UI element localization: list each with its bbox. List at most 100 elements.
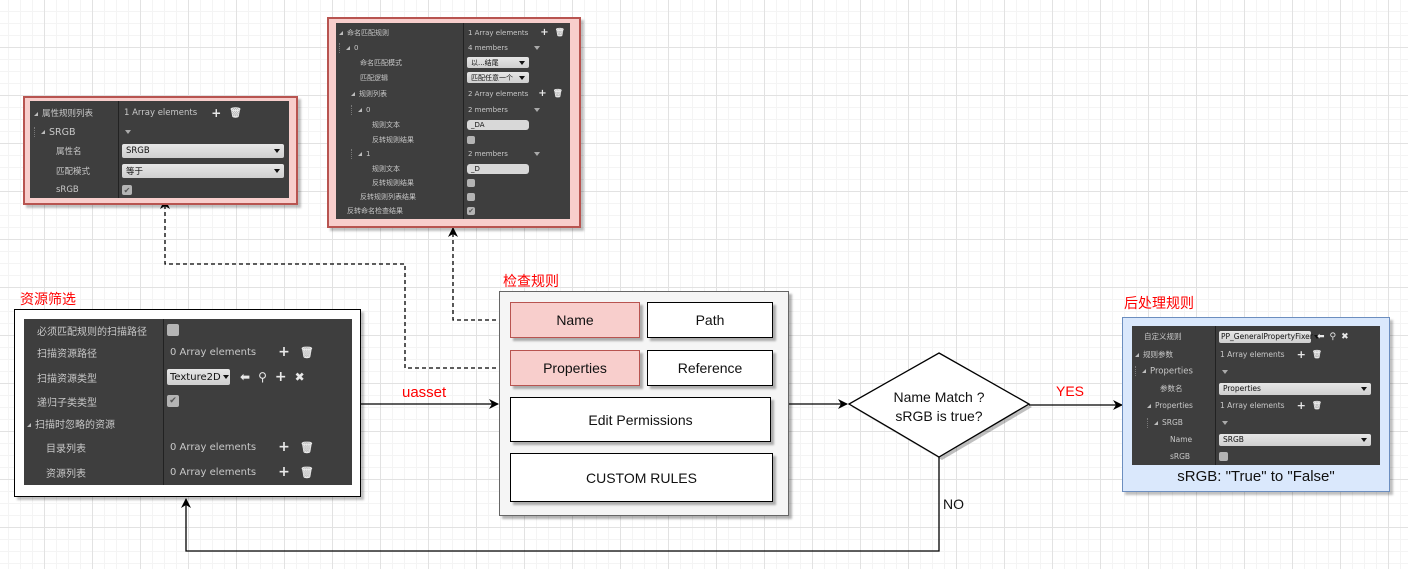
row-srgb: sRGB (1132, 449, 1380, 464)
asset-type-select[interactable]: Texture2D (167, 369, 230, 385)
property-rules-panel: 属性规则列表 1 Array elements + 🗑 SRGB 属性名 SRG… (30, 101, 289, 198)
invert-rule-checkbox[interactable] (467, 178, 475, 187)
add-icon[interactable]: + (274, 369, 287, 385)
row-must-match-path: 必须匹配规则的扫描路径 (24, 321, 352, 339)
row-scan-paths: 扫描资源路径 0 Array elements + 🗑 (37, 344, 314, 360)
search-icon[interactable]: ⚲ (258, 370, 267, 384)
match-logic-select[interactable]: 匹配任意一个 (467, 72, 529, 83)
trash-icon[interactable]: 🗑 (229, 107, 242, 119)
chevron-down-icon[interactable] (533, 151, 540, 156)
chevron-down-icon[interactable] (1222, 420, 1228, 425)
chevron-down-icon[interactable] (1222, 369, 1228, 374)
expand-icon[interactable] (27, 422, 31, 427)
recursive-checkbox[interactable]: ✔ (167, 395, 179, 407)
edge-label-yes: YES (1056, 383, 1085, 399)
name-rules-panel: 命名匹配规则 1 Array elements + 🗑 0 4 members … (336, 23, 570, 219)
add-icon[interactable]: + (211, 106, 222, 120)
row-custom-rule: 自定义规则 PP_GeneralPropertyFixer ⬅ ⚲ ✖ (1144, 330, 1349, 343)
naming-mode-select[interactable]: 以...结尾 (467, 57, 529, 68)
decision-line-1: Name Match ? (893, 389, 985, 405)
invert-rule-list-checkbox[interactable] (467, 192, 475, 201)
trash-icon[interactable]: 🗑 (299, 440, 314, 454)
row-srgb-element: SRGB (1132, 415, 1380, 430)
row-directory-list: 目录列表 0 Array elements + 🗑 (46, 439, 314, 455)
name-select[interactable]: SRGB (1219, 433, 1371, 446)
row-param-name: 参数名 Properties (1132, 381, 1380, 396)
row-invert-rule-1: 反转规则结果 (336, 176, 570, 189)
rule-edit-permissions-box[interactable]: Edit Permissions (510, 397, 771, 442)
edge-label-no: NO (943, 496, 964, 512)
row-rule-text-1: 规则文本 _D (336, 162, 570, 175)
drag-handle[interactable] (1135, 366, 1138, 377)
add-icon[interactable]: + (278, 464, 290, 480)
expand-icon[interactable] (339, 30, 343, 35)
row-rule-0: 0 2 members (336, 103, 570, 116)
add-icon[interactable]: + (278, 344, 290, 360)
add-icon[interactable]: + (278, 439, 290, 455)
param-name-select[interactable]: Properties (1219, 382, 1371, 395)
post-process-caption: sRGB: "True" to "False" (1177, 468, 1335, 485)
row-recursive-subclasses: 递归子类类型 ✔ (24, 392, 352, 410)
search-icon[interactable]: ⚲ (1329, 331, 1337, 342)
trash-icon[interactable]: 🗑 (1311, 350, 1322, 359)
match-mode-select[interactable]: 等于 (122, 164, 284, 178)
rule-reference-box[interactable]: Reference (647, 350, 773, 386)
rule-properties-box[interactable]: Properties (510, 350, 640, 386)
arrow-left-icon[interactable]: ⬅ (1317, 331, 1325, 342)
decision-text: Name Match ? sRGB is true? (855, 388, 1023, 426)
row-match-logic: 匹配逻辑 匹配任意一个 (336, 71, 570, 84)
row-properties-element: Properties (1132, 364, 1380, 379)
row-rule-1: 1 2 members (336, 147, 570, 160)
add-icon[interactable]: + (540, 27, 549, 38)
rule-custom-rules-box[interactable]: CUSTOM RULES (510, 453, 773, 502)
row-invert-naming-check: 反转命名检查结果 ✔ (347, 206, 475, 215)
post-process-title: 后处理规则 (1124, 296, 1194, 312)
row-element-0: 0 4 members (336, 41, 570, 54)
trash-icon[interactable]: 🗑 (1311, 401, 1322, 410)
invert-naming-checkbox[interactable]: ✔ (467, 206, 475, 215)
invert-rule-checkbox[interactable] (467, 135, 475, 144)
asset-filter-title: 资源筛选 (20, 292, 76, 308)
row-invert-rule-list: 反转规则列表结果 (336, 190, 570, 203)
close-icon[interactable]: ✖ (1341, 331, 1349, 342)
must-match-checkbox[interactable] (167, 324, 179, 336)
row-asset-list: 资源列表 0 Array elements + 🗑 (46, 464, 314, 480)
trash-icon[interactable]: 🗑 (299, 465, 314, 479)
arrow-left-icon[interactable]: ⬅ (240, 370, 251, 384)
add-icon[interactable]: + (538, 88, 547, 99)
rule-name-box[interactable]: Name (510, 302, 640, 338)
expand-icon[interactable] (1135, 353, 1139, 357)
row-name: Name SRGB (1132, 432, 1380, 447)
close-icon[interactable]: ✖ (294, 370, 305, 384)
srgb-checkbox[interactable] (1219, 452, 1228, 461)
post-process-panel: 自定义规则 PP_GeneralPropertyFixer ⬅ ⚲ ✖ 规则参数… (1132, 326, 1380, 465)
row-rule-list: 规则列表 2 Array elements + 🗑 (336, 87, 570, 100)
add-icon[interactable]: + (1296, 348, 1306, 361)
rule-text-input[interactable]: _D (467, 163, 529, 174)
asset-filter-panel: 必须匹配规则的扫描路径 扫描资源路径 0 Array elements + 🗑 … (24, 319, 352, 485)
rule-text-input[interactable]: _DA (467, 119, 529, 130)
decision-line-2: sRGB is true? (895, 408, 983, 424)
row-srgb: sRGB ✔ (56, 185, 132, 195)
trash-icon[interactable]: 🗑 (554, 28, 565, 37)
row-invert-rule-0: 反转规则结果 (336, 133, 570, 146)
add-icon[interactable]: + (1296, 399, 1306, 412)
chevron-down-icon[interactable] (125, 130, 131, 134)
rule-path-box[interactable]: Path (647, 302, 773, 338)
property-name-select[interactable]: SRGB (122, 144, 284, 158)
custom-rule-select[interactable]: PP_GeneralPropertyFixer (1219, 330, 1320, 343)
expand-icon[interactable] (34, 111, 38, 116)
chevron-down-icon[interactable] (533, 107, 540, 112)
row-srgb-element: SRGB (30, 124, 289, 140)
drag-handle[interactable] (339, 42, 342, 53)
row-properties-array: Properties 1 Array elements + 🗑 (1132, 398, 1380, 413)
srgb-checkbox[interactable]: ✔ (122, 185, 132, 195)
trash-icon[interactable]: 🗑 (299, 345, 314, 359)
row-naming-rules: 命名匹配规则 1 Array elements + 🗑 (336, 26, 570, 39)
row-property-rule-list: 属性规则列表 1 Array elements + 🗑 (30, 105, 289, 121)
chevron-down-icon[interactable] (533, 45, 540, 50)
drag-handle[interactable] (34, 127, 37, 137)
row-ignored-assets: 扫描时忽略的资源 (24, 414, 352, 432)
trash-icon[interactable]: 🗑 (552, 89, 563, 98)
expand-icon[interactable] (41, 130, 45, 134)
